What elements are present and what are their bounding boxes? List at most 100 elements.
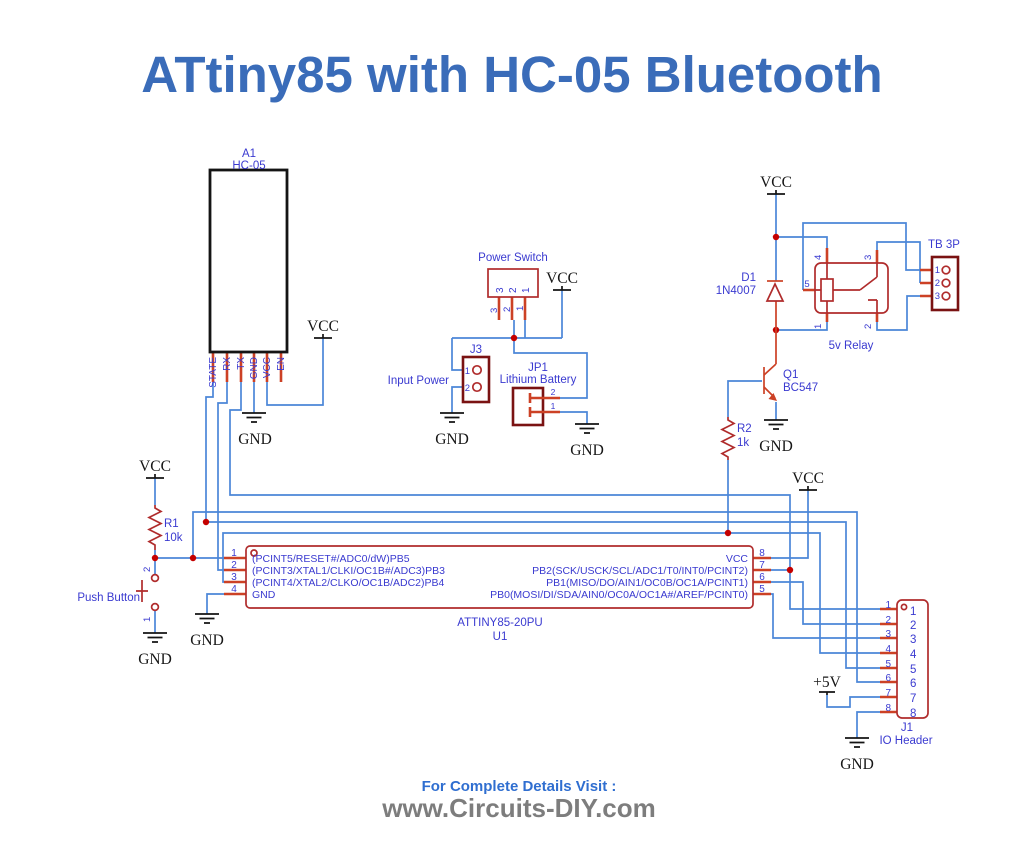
switch-pin2: 2 xyxy=(508,287,519,293)
tb-pad3 xyxy=(941,291,951,301)
j3-ref: J3 xyxy=(470,344,482,356)
ic-label-pb2: PB2(SCK/USCK/SCL/ADC1/T0/INT0/PCINT2) xyxy=(532,565,748,577)
r1-value: 10k xyxy=(164,532,183,544)
vcc-symbol: VCC xyxy=(139,458,171,479)
svg-text:GND: GND xyxy=(138,651,172,668)
ic-pin-num-3: 3 xyxy=(231,572,237,583)
j1-pad-4: 4 xyxy=(885,644,891,655)
resistor-r2: R2 1k xyxy=(720,417,752,460)
tb-pad1 xyxy=(941,265,951,275)
ic-label-pb3: (PCINT3/XTAL1/CLKI/OC1B#/ADC3)PB3 xyxy=(252,565,445,577)
push-button: 2 1 Push Button xyxy=(77,567,160,622)
q1-emitter-arrow xyxy=(768,393,777,401)
button-pin1: 1 xyxy=(142,617,153,622)
j1-pad-7: 7 xyxy=(885,688,891,699)
attiny85-ic: 1 2 3 4 8 7 6 5 (PCINT5/RESET#/ADC0/dW)P… xyxy=(231,545,765,643)
wire-relay1-d1 xyxy=(776,322,828,331)
wire-j3-gnd xyxy=(451,386,463,413)
j3-pin1: 1 xyxy=(465,366,470,377)
tb-label: TB 3P xyxy=(928,239,960,251)
button-contact-bottom xyxy=(150,602,160,612)
power-switch-label: Power Switch xyxy=(478,252,548,264)
junction-dot xyxy=(202,518,210,526)
vcc-symbol: VCC xyxy=(546,270,578,291)
svg-text:VCC: VCC xyxy=(307,318,339,335)
svg-text:GND: GND xyxy=(190,632,224,649)
wire-ic-vcc xyxy=(771,490,809,559)
j1-ref: J1 xyxy=(901,722,913,734)
wire-pin5-j1 xyxy=(771,593,880,639)
vcc-symbols: VCC VCC VCC VCC VCC xyxy=(139,174,824,491)
j1-pin-7: 7 xyxy=(910,693,916,705)
diode-d1: D1 1N4007 xyxy=(716,272,785,357)
schematic-wires xyxy=(154,194,921,738)
relay-pin5: 5 xyxy=(804,279,809,290)
lithium-battery-connector: JP1 Lithium Battery 2 1 xyxy=(500,362,577,427)
q1-ref: Q1 xyxy=(783,369,798,381)
ic-pin-num-6: 6 xyxy=(759,572,765,583)
j1-pin-1: 1 xyxy=(910,606,916,618)
jp1-ref: JP1 xyxy=(528,362,548,374)
junction-dot xyxy=(786,566,794,574)
hc05-pin-rx: RX xyxy=(222,357,233,371)
ic-label-gnd: GND xyxy=(252,589,276,601)
relay-pin2: 2 xyxy=(863,324,874,329)
gnd-symbol: GND xyxy=(190,613,224,649)
svg-text:+5V: +5V xyxy=(813,674,841,691)
junction-dot xyxy=(151,554,159,562)
relay-pin3: 3 xyxy=(863,255,874,260)
relay-pin1: 1 xyxy=(813,324,824,329)
r1-ref: R1 xyxy=(164,518,179,530)
wire-rail-jp1 xyxy=(513,338,588,399)
ic-body xyxy=(245,545,754,609)
hc05-ref: A1 xyxy=(242,148,256,160)
wire-rx xyxy=(217,382,228,571)
plus5v-symbol: +5V xyxy=(813,674,842,695)
footer-site: www.Circuits-DIY.com xyxy=(381,793,656,823)
wire-j1-gnd xyxy=(856,711,880,738)
ic-pin1-indicator xyxy=(250,549,258,557)
hc05-body xyxy=(208,168,289,354)
r2-ref: R2 xyxy=(737,423,752,435)
r1-symbol xyxy=(147,505,163,550)
d1-ref: D1 xyxy=(741,272,756,284)
wire-rail-j3 xyxy=(451,338,463,371)
button-contact-top xyxy=(150,573,160,583)
hc05-pin-gnd: GND xyxy=(249,357,260,379)
jp1-body xyxy=(511,386,545,427)
wire-relay3-tb2 xyxy=(876,241,921,283)
wire-ic-gnd xyxy=(206,593,224,614)
wire-relay2-tb3 xyxy=(876,295,920,331)
ic-label-pb0: PB0(MOSI/DI/SDA/AIN0/OC0A/OC1A#/AREF/PCI… xyxy=(490,589,748,601)
j1-pad-6: 6 xyxy=(885,673,891,684)
ic-pin-num-8: 8 xyxy=(759,548,765,559)
ic-pin-num-2: 2 xyxy=(231,560,237,571)
diode-triangle xyxy=(765,282,785,302)
relay-body xyxy=(814,262,889,314)
hc05-pin-en: EN xyxy=(276,357,287,371)
jp1-pin2: 2 xyxy=(551,387,556,397)
j3-pad1-circle xyxy=(471,364,483,376)
jp1-pin1: 1 xyxy=(551,401,556,411)
input-power-connector: J3 Input Power 1 2 xyxy=(388,344,491,404)
button-pin2: 2 xyxy=(142,567,153,572)
relay-5v: 4 3 5 1 2 5v Relay xyxy=(804,255,889,352)
switch-pad2: 2 xyxy=(502,307,513,312)
j3-pin2: 2 xyxy=(465,383,470,394)
j1-pin-2: 2 xyxy=(910,620,916,632)
ic-label-pb4: (PCINT4/XTAL2/CLKO/OC1B/ADC2)PB4 xyxy=(252,577,445,589)
ic-pin-num-5: 5 xyxy=(759,584,765,595)
j1-pad-3: 3 xyxy=(885,629,891,640)
j1-pin-4: 4 xyxy=(910,649,917,661)
j1-pin-6: 6 xyxy=(910,678,916,690)
junction-dots xyxy=(151,233,794,574)
junction-dot xyxy=(772,233,780,241)
tb-body xyxy=(930,255,960,312)
relay-coil xyxy=(820,278,834,302)
button-actuator xyxy=(136,580,148,602)
j3-body xyxy=(461,355,491,404)
switch-pad3: 3 xyxy=(489,308,500,313)
relay-contact xyxy=(815,263,878,313)
j1-pad-8: 8 xyxy=(885,703,891,714)
